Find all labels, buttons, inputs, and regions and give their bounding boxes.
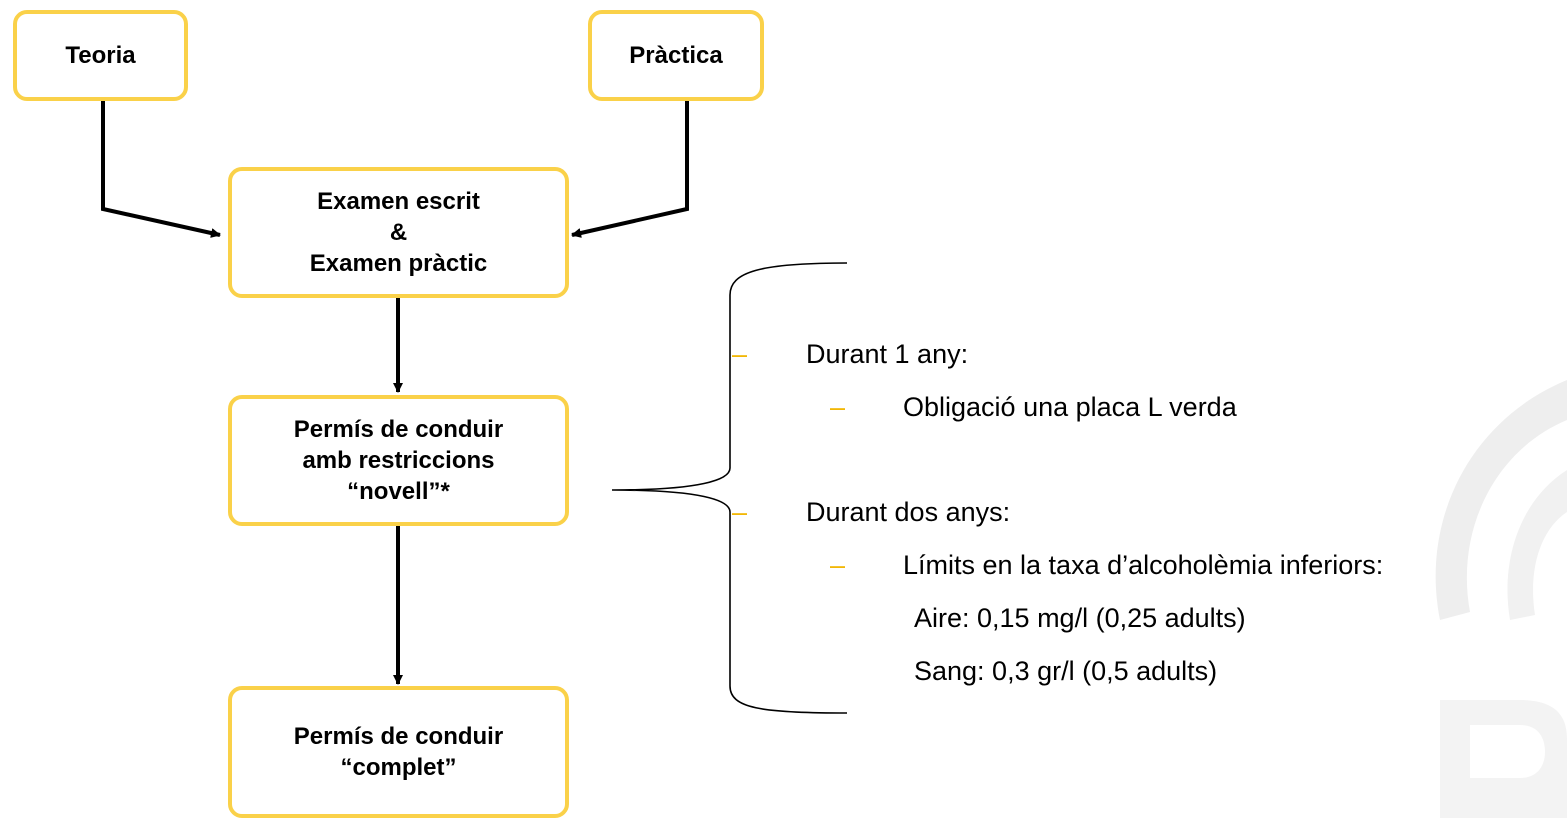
bullet-dash-1: –	[732, 339, 748, 369]
bullet-dash-2a: –	[830, 550, 846, 580]
restriction-item-1: Durant 1 any:	[806, 339, 969, 369]
box-teoria-label: Teoria	[65, 42, 136, 69]
connector-teoria-to-examens	[101, 101, 221, 238]
box-novell-line1: Permís de conduir	[293, 416, 504, 443]
alcohol-limit-air: Aire: 0,15 mg/l (0,25 adults)	[914, 603, 1246, 633]
restriction-item-1-sub: Obligació una placa L verda	[903, 392, 1237, 422]
box-examens-line3: Examen pràctic	[309, 250, 488, 277]
box-examens-line1: Examen escrit	[317, 188, 480, 215]
bullet-dash-1a: –	[830, 392, 846, 422]
box-teoria: Teoria	[13, 10, 188, 101]
box-examens: Examen escrit & Examen pràctic	[228, 167, 569, 298]
box-practica-label: Pràctica	[629, 42, 723, 69]
curly-brace	[611, 262, 848, 714]
box-examens-line2: &	[389, 219, 408, 246]
restriction-item-2: Durant dos anys:	[806, 497, 1011, 527]
bullet-dash-2: –	[732, 497, 748, 527]
box-permis-complet: Permís de conduir “complet”	[228, 686, 569, 818]
restriction-item-2-sub: Límits en la taxa d’alcoholèmia inferior…	[903, 550, 1384, 580]
box-novell-line2: amb restriccions	[302, 447, 495, 474]
box-complet-line2: “complet”	[340, 754, 457, 781]
alcohol-limit-blood: Sang: 0,3 gr/l (0,5 adults)	[914, 656, 1218, 686]
box-novell-line3: “novell”*	[347, 478, 450, 505]
box-permis-novell: Permís de conduir amb restriccions “nove…	[228, 395, 569, 526]
box-practica: Pràctica	[588, 10, 764, 101]
box-complet-line1: Permís de conduir	[293, 723, 504, 750]
connector-practica-to-examens	[571, 101, 689, 238]
